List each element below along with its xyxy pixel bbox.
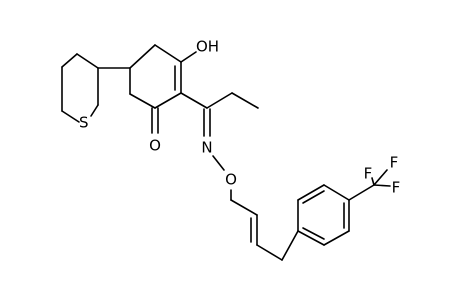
fluorine-atom: F [364,165,373,183]
cyclohexenone-ring [97,44,182,109]
bond [373,169,388,186]
oxime-oxygen-atom: O [225,171,237,189]
bond [76,53,99,69]
bond [212,155,225,171]
bond [373,184,391,187]
hydroxyl-group: OH [196,38,219,56]
thiane-ring [61,53,99,123]
ketone-oxygen-atom: O [149,137,161,155]
bond [323,184,350,201]
bond [206,92,233,109]
bond [348,184,375,201]
bond [154,44,182,63]
bond [256,244,283,261]
bond [302,227,325,240]
bond [323,230,350,246]
bond [180,92,208,109]
fluorine-atom: F [390,154,399,172]
bond [129,93,156,109]
bond [154,92,182,109]
bond [371,177,375,186]
bond [180,51,197,63]
bond [297,184,325,201]
bond [281,230,299,261]
sulfur-atom: S [79,114,89,132]
bond [302,190,325,204]
bond [231,92,259,109]
bond [297,230,325,246]
bond [61,110,80,123]
bond [90,104,99,117]
benzene-ring [297,184,350,246]
oxime-nitrogen-atom: N [201,139,212,157]
bond [230,199,258,216]
bond [129,44,156,69]
fluorine-atom: F [392,179,401,197]
bond [61,53,78,68]
